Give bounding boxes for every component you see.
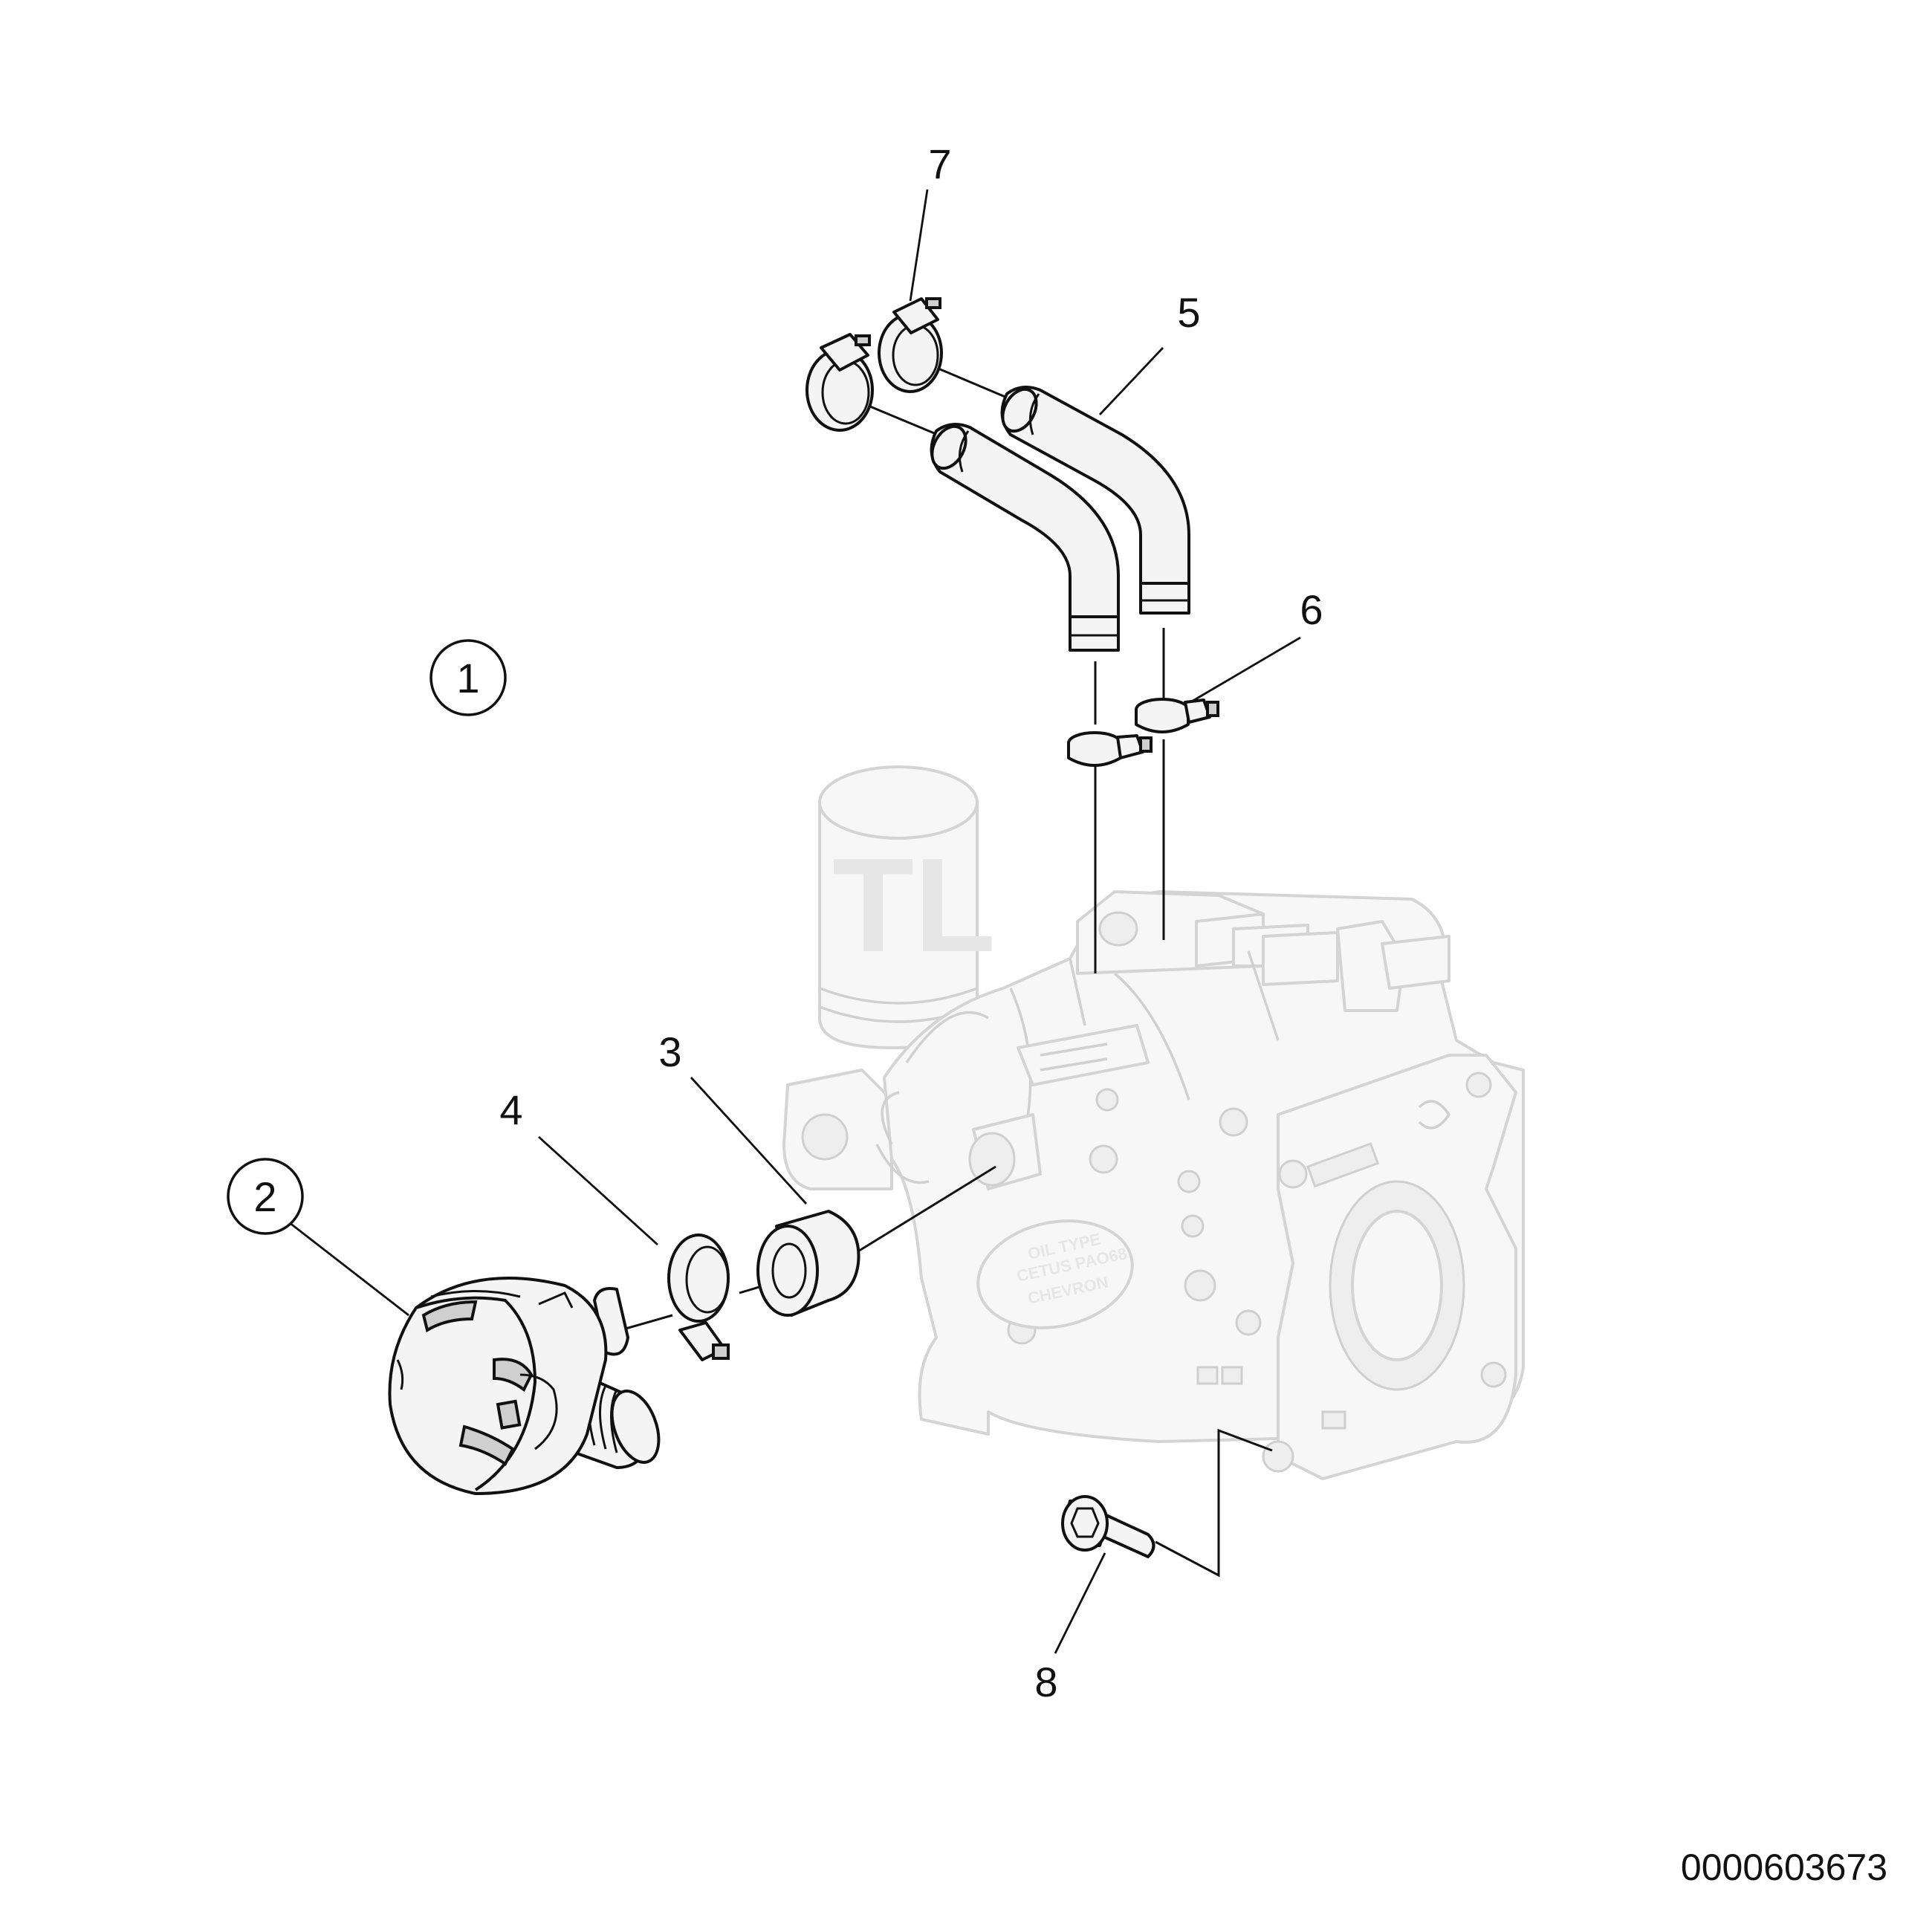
hose-clamp-upper (878, 297, 943, 393)
hose-clamp-part-4 (667, 1234, 730, 1361)
compressor-assembly-ghost: TL (782, 765, 1525, 1480)
oil-filter-ghost: TL (818, 765, 996, 1049)
bent-hoses-part-5 (930, 386, 1190, 652)
hose-clamps-part-6 (1067, 698, 1219, 767)
callout-6: 6 (1300, 586, 1323, 633)
sensor-connectors-ghost (1195, 912, 1450, 1041)
mounting-flange-ghost (1196, 1054, 1517, 1480)
callout-3: 3 (658, 1028, 681, 1075)
sleeve-part-3 (756, 1210, 860, 1317)
callout-1: 1 (456, 655, 479, 701)
oil-type-plate: OIL TYPE CETUS PAO68 CHEVRON (976, 1219, 1134, 1329)
hose-rear (1000, 386, 1190, 615)
callout-circle-1: 1 (429, 639, 507, 716)
hose-front (930, 423, 1120, 652)
callout-numbers: 7 5 6 3 4 8 1 2 (227, 140, 1323, 1705)
flange-bolt-part-8 (1061, 1495, 1155, 1558)
callout-7: 7 (928, 140, 951, 187)
hose-clamps-part-7 (805, 297, 943, 432)
callout-4: 4 (499, 1086, 522, 1133)
hose-clamp-lower (805, 333, 874, 432)
callout-8: 8 (1034, 1659, 1057, 1705)
leader-lines (285, 189, 1301, 1654)
figure-reference-number: 0000603673 (1681, 1847, 1887, 1888)
inlet-filter-part-2 (388, 1277, 661, 1495)
filter-watermark: TL (832, 831, 996, 980)
callout-circle-2: 2 (227, 1158, 304, 1235)
hose-clamp-6-right (1135, 698, 1219, 733)
callout-2: 2 (253, 1173, 276, 1220)
callout-5: 5 (1177, 289, 1200, 336)
hose-clamp-6-left (1067, 731, 1153, 767)
